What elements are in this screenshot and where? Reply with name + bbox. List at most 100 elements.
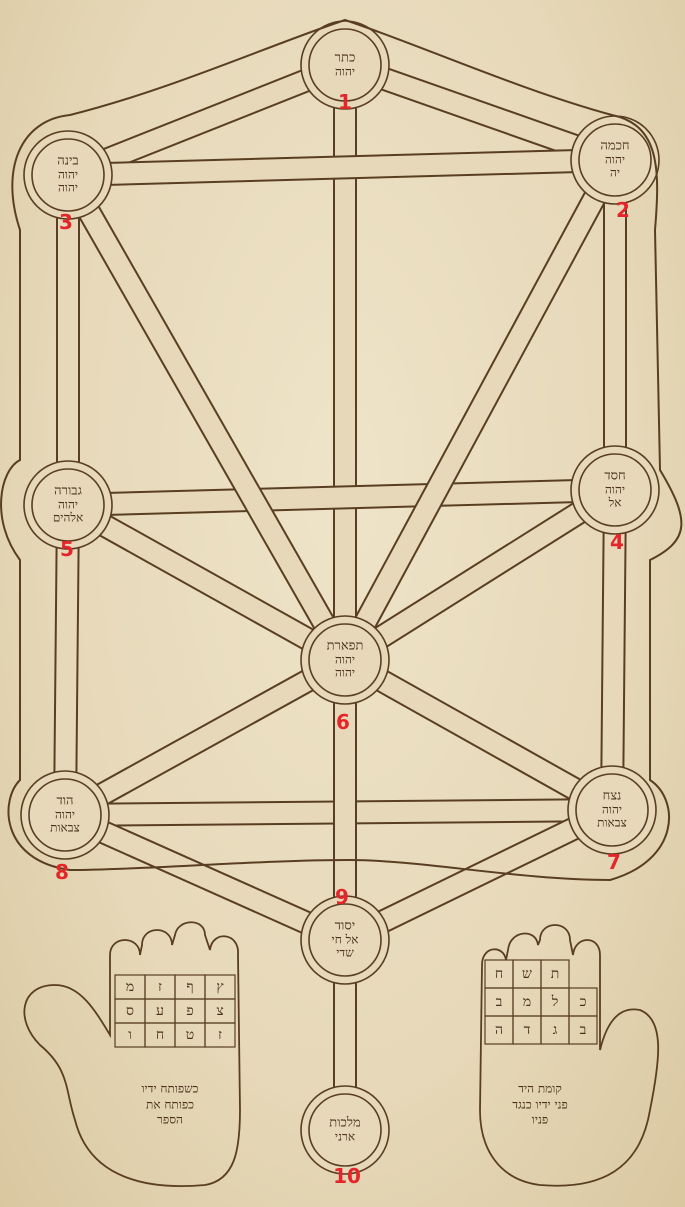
right-grid-letter: ד (523, 1022, 531, 1038)
left-grid-letter: ף (186, 979, 194, 995)
left-grid-letter: ו (128, 1027, 132, 1043)
right-grid-letter: ב (495, 994, 503, 1010)
left-grid-letter: ע (156, 1003, 164, 1019)
path-1-3-inner (58, 55, 355, 185)
sefira-8-secondary-name: צבאות (50, 821, 80, 836)
left-grid-letter: צ (216, 1003, 224, 1019)
sefira-6-circle (308, 623, 382, 697)
sefira-6-name: תפארת (326, 638, 364, 654)
sefira-number-8: 8 (55, 860, 69, 884)
path-4-5-inner (58, 480, 625, 515)
sefira-2-divine-name: יהוה (604, 152, 626, 167)
sefira-4-secondary-name: אל (608, 496, 622, 511)
left-grid-letter: ח (155, 1027, 165, 1043)
sefira-4-circle (578, 453, 652, 527)
sefira-number-10: 10 (333, 1164, 361, 1188)
path-2-3-inner (58, 150, 625, 185)
left-grid-letter: פ (186, 1003, 194, 1019)
path-3-6-inner (58, 165, 355, 670)
sefira-9-secondary-name: שדי (336, 946, 354, 961)
sefira-number-7: 7 (607, 850, 621, 874)
path-6-7-inner (335, 650, 622, 820)
path-5-8-inner (55, 495, 78, 825)
right-hand-grid (484, 959, 598, 1045)
left-grid-letter: ט (185, 1027, 195, 1043)
sefira-9-circle (308, 903, 382, 977)
left-grid-letter: ז (218, 1027, 222, 1043)
sefira-5-secondary-name: אלהים (52, 511, 84, 526)
right-hand-outline (479, 924, 660, 1187)
sefira-7-divine-name: יהוה (601, 802, 623, 817)
sefira-7-secondary-name: צבאות (597, 816, 627, 831)
sefira-10-circle (308, 1093, 382, 1167)
sefira-3-name: בינה (57, 153, 79, 169)
sefira-10-divine-name: ארני (334, 1129, 356, 1144)
sefira-number-2: 2 (616, 198, 630, 222)
sefira-9-name: יסוד (334, 918, 356, 934)
left-hand-outline (23, 921, 241, 1188)
left-hand-caption: כשפותח ידיו כפותח את הספר (141, 1081, 199, 1127)
path-4-7-inner (602, 480, 625, 820)
left-grid-letter: ץ (216, 979, 224, 995)
left-grid-letter: ז (158, 979, 162, 995)
right-grid-letter: ל (551, 994, 559, 1010)
path-2-6-inner (335, 150, 625, 670)
sefira-number-1: 1 (338, 90, 352, 114)
sefira-2-name: חכמה (600, 138, 630, 154)
sefira-8-circle (28, 778, 102, 852)
path-6-8-inner (55, 650, 355, 825)
sefira-8-divine-name: יהוה (54, 807, 76, 822)
left-grid-letter: מ (125, 979, 135, 995)
sefira-9-divine-name: אל חי (331, 932, 359, 947)
sefira-5-name: גבורה (54, 483, 82, 499)
sefira-5-divine-name: יהוה (57, 497, 79, 512)
right-grid-letter: ב (579, 1022, 587, 1038)
right-grid-letter: מ (522, 994, 532, 1010)
sefira-2-secondary-name: יה (609, 166, 621, 181)
path-5-6-inner (58, 495, 355, 670)
sefira-4-divine-name: יהוה (604, 482, 626, 497)
sefira-5-circle (31, 468, 105, 542)
sefira-number-9: 9 (335, 885, 349, 909)
path-7-9-inner (335, 800, 622, 950)
right-grid-letter: ח (494, 966, 504, 982)
sefira-2-circle (578, 123, 652, 197)
sefira-10-name: מלכות (329, 1115, 361, 1131)
right-grid-cell (568, 1015, 598, 1045)
sefira-number-4: 4 (610, 530, 624, 554)
sefira-number-3: 3 (59, 210, 73, 234)
sefira-3-secondary-name: יהוה (57, 181, 79, 196)
sefira-7-circle (575, 773, 649, 847)
sefira-number-6: 6 (336, 710, 350, 734)
left-hand-grid (114, 974, 236, 1048)
sefira-number-5: 5 (60, 537, 74, 561)
right-hand-caption: קומת היד פני ידיו כנגד פניו (512, 1081, 568, 1127)
outer-frame-line (0, 18, 683, 882)
sefira-6-secondary-name: יהוה (334, 666, 356, 681)
sefira-6-divine-name: יהוה (334, 652, 356, 667)
sefira-8-name: הוד (56, 793, 74, 809)
right-grid-letter: ת (550, 966, 560, 982)
right-grid-letter: ה (494, 1022, 504, 1038)
sefira-1-divine-name: יהוה (334, 64, 356, 79)
sefira-1-circle (308, 28, 382, 102)
path-4-6-inner (335, 480, 625, 670)
sefira-1-name: כתר (334, 50, 356, 66)
sefira-3-divine-name: יהוה (57, 167, 79, 182)
sefira-3-circle (31, 138, 105, 212)
path-8-9-inner (55, 805, 355, 950)
sefira-4-name: חסד (604, 468, 626, 484)
left-grid-cell (204, 1022, 236, 1048)
